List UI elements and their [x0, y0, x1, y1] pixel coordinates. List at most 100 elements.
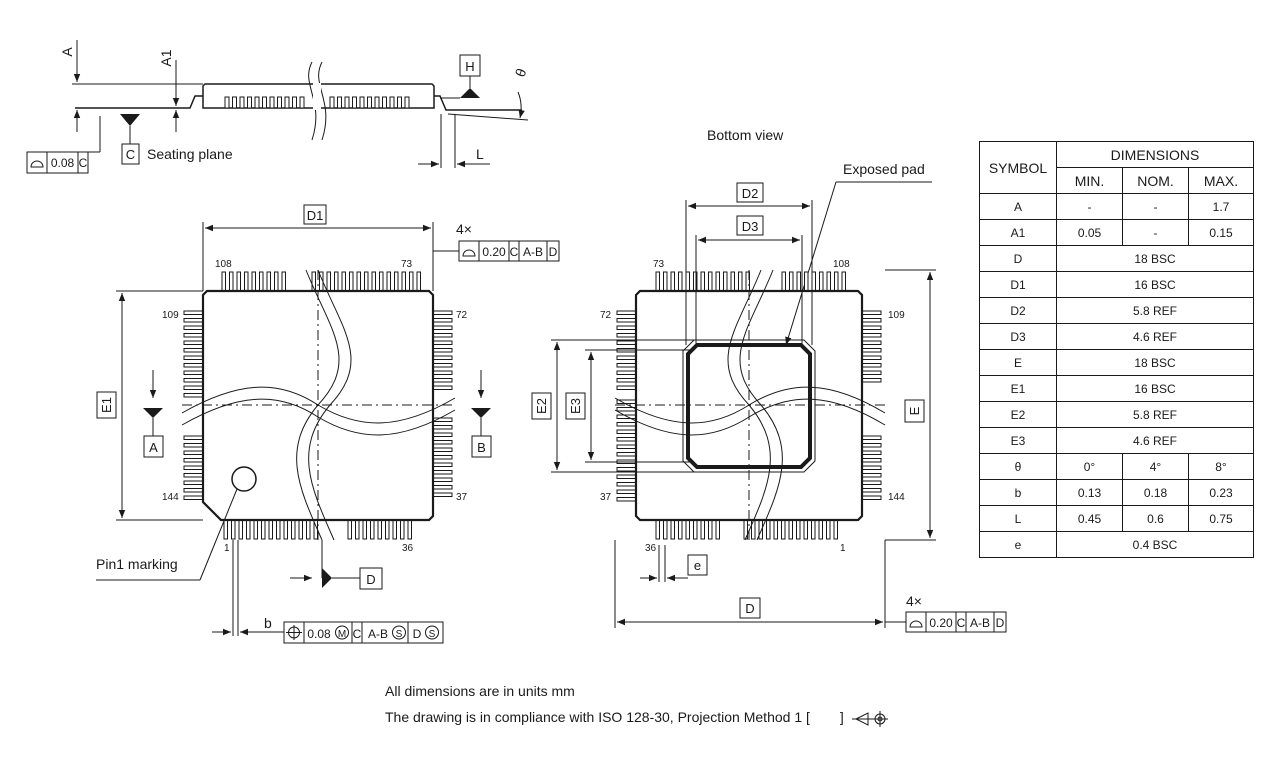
- symbol-header: SYMBOL: [979, 141, 1057, 194]
- lead: [789, 271, 794, 292]
- break-curve: [181, 386, 456, 424]
- dim-e3-box: [565, 392, 586, 420]
- lead: [281, 271, 286, 292]
- pin-label: 1: [840, 543, 846, 554]
- dim-d1-label: D1: [307, 208, 324, 223]
- datum-a-triangle: [143, 408, 163, 418]
- lead: [183, 333, 204, 338]
- pin-label: 73: [401, 259, 413, 270]
- lead: [268, 519, 273, 540]
- cell-nom: 4°: [1122, 453, 1189, 480]
- dim-d1-box: [303, 204, 327, 225]
- datum-b-triangle: [471, 408, 491, 418]
- coplanarity-ref: C: [79, 156, 88, 170]
- lead: [861, 465, 882, 470]
- lead: [400, 519, 405, 540]
- lead: [432, 470, 453, 475]
- cell-max: 0.15: [1188, 219, 1254, 246]
- lead: [834, 271, 839, 292]
- profile-ref3: D: [549, 245, 558, 259]
- cell-span: 5.8 REF: [1056, 297, 1254, 324]
- lead: [432, 340, 453, 345]
- lead: [326, 271, 331, 292]
- lead: [371, 271, 376, 292]
- lead: [239, 96, 245, 109]
- left-lead-foot: [75, 95, 203, 109]
- lead: [616, 437, 637, 442]
- pin-label: 109: [162, 310, 179, 321]
- lead: [183, 495, 204, 500]
- lead: [616, 370, 637, 375]
- lead: [244, 271, 249, 292]
- profile-ref2: A-B: [523, 245, 543, 259]
- lead: [432, 432, 453, 437]
- theta-label: θ: [512, 66, 530, 79]
- datum-c-box: [121, 143, 140, 165]
- cell-span: 18 BSC: [1056, 245, 1254, 272]
- lead: [183, 385, 204, 390]
- lead: [432, 348, 453, 353]
- position-value: 0.08: [307, 627, 331, 641]
- exposed-pad-label: Exposed pad: [843, 161, 925, 177]
- cell-span: 16 BSC: [1056, 375, 1254, 402]
- dim-e2-box: [531, 392, 552, 420]
- lead: [299, 96, 305, 109]
- multiplier-label: 4×: [906, 593, 922, 609]
- lead: [678, 271, 683, 292]
- units-note: All dimensions are in units mm: [385, 683, 575, 699]
- datum-d-triangle: [322, 568, 332, 588]
- lead: [183, 325, 204, 330]
- lead: [818, 519, 823, 540]
- lead: [432, 363, 453, 368]
- lead: [269, 96, 275, 109]
- lead: [183, 465, 204, 470]
- lead: [861, 370, 882, 375]
- profile-icon: [462, 249, 476, 257]
- lead: [861, 310, 882, 315]
- lead: [329, 96, 335, 109]
- lead: [685, 519, 690, 540]
- lead: [670, 271, 675, 292]
- lead: [693, 519, 698, 540]
- break-curve: [739, 269, 783, 541]
- lead: [385, 519, 390, 540]
- lead: [261, 519, 266, 540]
- lead: [284, 96, 290, 109]
- cell-symbol: L: [979, 505, 1057, 532]
- lead: [432, 355, 453, 360]
- dim-b-label: b: [264, 615, 272, 631]
- position-ref1: C: [353, 627, 362, 641]
- pin-label: 36: [402, 543, 414, 554]
- dim-d3-box: [736, 215, 764, 236]
- pin-label: 109: [888, 310, 905, 321]
- profile-icon: [909, 620, 923, 628]
- lead: [861, 450, 882, 455]
- lead: [183, 348, 204, 353]
- dim-l-label: L: [476, 146, 484, 162]
- datum-d-box: [359, 567, 383, 590]
- lead: [432, 477, 453, 482]
- lead: [432, 385, 453, 390]
- lead: [773, 519, 778, 540]
- lead: [861, 443, 882, 448]
- lead: [183, 363, 204, 368]
- lead: [370, 519, 375, 540]
- cell-min: -: [1056, 193, 1123, 220]
- cell-symbol: E1: [979, 375, 1057, 402]
- lead: [397, 96, 402, 109]
- cell-symbol: D: [979, 245, 1057, 272]
- lead: [663, 271, 668, 292]
- pin-label: 144: [162, 492, 179, 503]
- lead: [861, 435, 882, 440]
- lead: [833, 519, 838, 540]
- lead: [616, 429, 637, 434]
- lead: [389, 96, 395, 109]
- top-view: Pin1 marking D1 4× 0.20 C A-B D E1 A: [96, 204, 560, 644]
- pin-label: 36: [645, 543, 657, 554]
- cell-span: 5.8 REF: [1056, 401, 1254, 428]
- lead: [432, 325, 453, 330]
- min-header: MIN.: [1056, 167, 1123, 194]
